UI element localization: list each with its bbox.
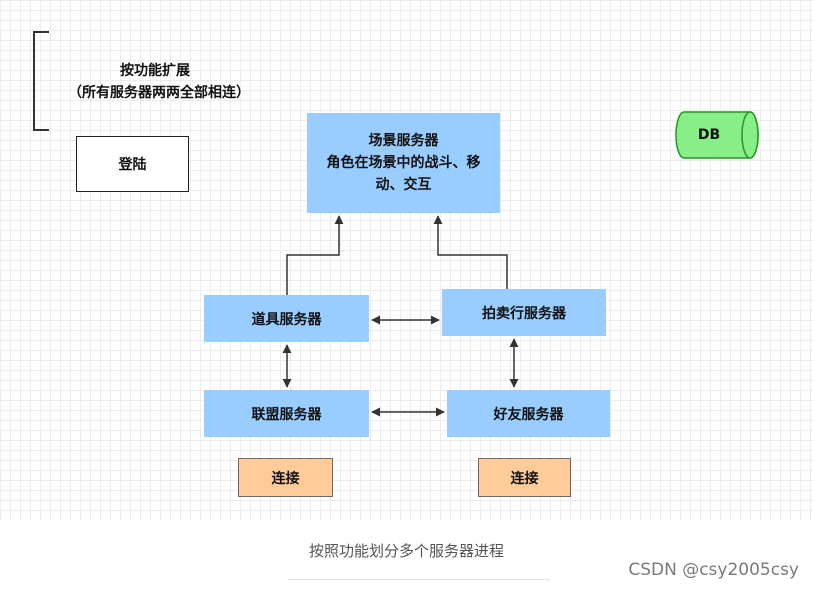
note-subtitle: （所有服务器两两全部相连）: [68, 85, 250, 101]
item-server-box: 道具服务器: [204, 295, 369, 342]
figure-caption: 按照功能划分多个服务器进程: [308, 542, 504, 560]
note-bracket: [33, 31, 49, 131]
alliance-server-label: 联盟服务器: [251, 406, 322, 423]
scene-server-title: 场景服务器: [368, 133, 439, 149]
database-label: DB: [697, 127, 721, 143]
item-server-label: 道具服务器: [251, 311, 322, 328]
arrow-auction-to-scene: [433, 215, 508, 289]
friend-server-box: 好友服务器: [447, 390, 610, 437]
connect-box-right: 连接: [478, 458, 571, 497]
connect-box-left: 连接: [238, 458, 333, 497]
diagram-canvas: 按功能扩展 （所有服务器两两全部相连） 登陆 场景服务器 角色在场景中的战斗、移…: [0, 0, 813, 520]
note-text: 按功能扩展 （所有服务器两两全部相连）: [68, 60, 250, 104]
arrow-item-to-scene: [286, 215, 344, 295]
scene-server-desc-line2: 动、交互: [375, 177, 432, 193]
scene-server-desc-line1: 角色在场景中的战斗、移: [326, 155, 481, 171]
connect-label-right: 连接: [510, 470, 539, 487]
csdn-watermark: CSDN @csy2005csy: [628, 560, 799, 580]
note-title: 按功能扩展: [120, 63, 190, 79]
auction-server-label: 拍卖行服务器: [482, 305, 566, 322]
caption-divider: [288, 579, 550, 580]
login-label: 登陆: [118, 157, 147, 173]
login-box: 登陆: [76, 136, 189, 192]
scene-server-box: 场景服务器 角色在场景中的战斗、移 动、交互: [307, 113, 500, 213]
connect-label-left: 连接: [271, 470, 300, 487]
database-icon: [675, 111, 759, 159]
friend-server-label: 好友服务器: [493, 406, 564, 423]
alliance-server-box: 联盟服务器: [204, 390, 369, 437]
connector-arrows: [282, 215, 519, 417]
database-cylinder: DB: [674, 110, 762, 160]
auction-server-box: 拍卖行服务器: [442, 289, 606, 336]
